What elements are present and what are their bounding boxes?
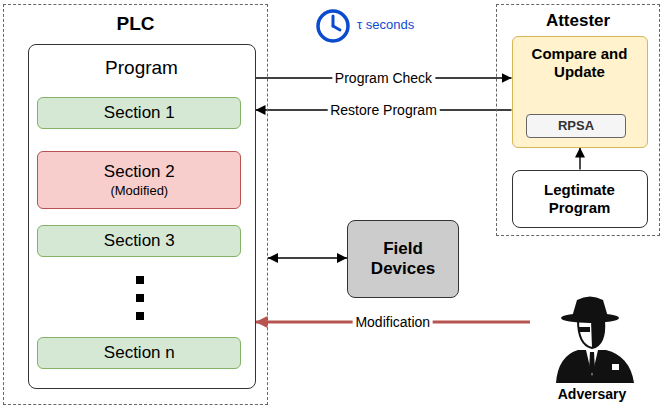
section-box: Section 1 (37, 97, 241, 129)
spy-hat-brim (561, 313, 619, 323)
node-title: Section 1 (104, 103, 175, 123)
spy-face (578, 320, 604, 348)
edge-label: Modification (352, 314, 433, 330)
adversary-figure (556, 297, 634, 384)
compare-update-box: Compare and UpdateRPSA (512, 36, 648, 148)
spy-shirt (586, 350, 598, 376)
edge-label: Restore Program (327, 102, 440, 118)
node-title: Section 2 (104, 162, 175, 182)
spy-tie (589, 352, 595, 374)
edge-label: Program Check (332, 70, 435, 86)
modified-section-box: Section 2(Modified) (37, 151, 241, 209)
legitimate-program-box: Legtimate Program (512, 170, 648, 228)
node-subtitle: (Modified) (110, 183, 168, 199)
section-box: Section 3 (37, 225, 241, 257)
connector-arrow (579, 148, 580, 170)
dot (136, 294, 144, 302)
node-title: Section 3 (104, 231, 175, 251)
node-title: Adversary (558, 386, 627, 403)
attester-region: AttesterCompare and UpdateRPSA Legtimate … (496, 4, 660, 236)
adversary-actor: Adversary (530, 298, 654, 405)
timer-label: τ seconds (357, 17, 414, 32)
field-devices-box: Field Devices (347, 220, 459, 298)
node-title: Attester (546, 11, 610, 31)
section-box: Section n (37, 337, 241, 369)
connector-arrow (268, 257, 347, 258)
node-title: Compare and Update (517, 45, 643, 81)
clock-hand (333, 26, 340, 30)
clock-icon (318, 11, 348, 41)
program-box: ProgramSection 1Section 2(Modified)Secti… (28, 44, 256, 389)
clock-face (318, 11, 348, 41)
spy-badge (612, 364, 619, 370)
dot (136, 276, 144, 284)
node-title: PLC (117, 13, 155, 36)
node-title: Legtimate Program (517, 181, 643, 217)
plc-region: PLCProgramSection 1Section 2(Modified)Se… (3, 4, 268, 405)
ellipsis-dots (136, 276, 144, 320)
node-title: RPSA (558, 118, 594, 134)
spy-glasses (579, 327, 590, 332)
node-title: Section n (104, 343, 175, 363)
node-title: Program (105, 57, 178, 80)
dot (136, 312, 144, 320)
spy-body (556, 350, 634, 383)
node-title: Field Devices (352, 239, 454, 280)
spy-face-shadow (591, 320, 604, 348)
rpsa-box: RPSA (526, 114, 626, 138)
